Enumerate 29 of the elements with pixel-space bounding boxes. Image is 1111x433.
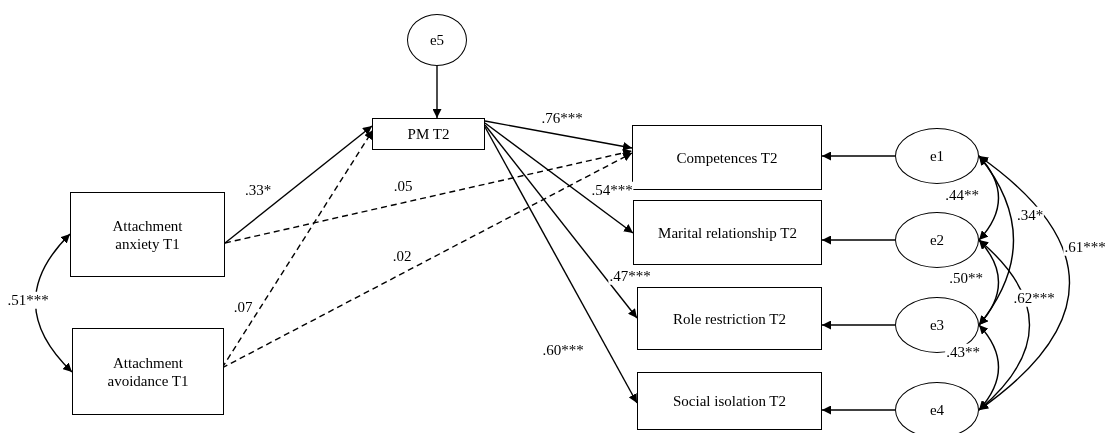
double-headed-arrow	[978, 155, 1071, 411]
arrow	[484, 122, 634, 234]
arrow	[224, 125, 373, 244]
error-ellipse: e4	[895, 382, 979, 433]
double-headed-arrow	[978, 324, 1000, 411]
variable-box: Role restriction T2	[637, 287, 822, 350]
error-ellipse: e1	[895, 128, 979, 184]
error-ellipse: e2	[895, 212, 979, 268]
double-headed-arrow	[978, 239, 1000, 326]
double-headed-arrow	[34, 233, 73, 373]
arrow	[821, 405, 896, 415]
arrow	[821, 320, 896, 330]
double-headed-arrow	[978, 239, 1031, 411]
variable-box: Attachment anxiety T1	[70, 192, 225, 277]
arrow	[821, 151, 896, 161]
arrow	[432, 65, 442, 119]
edge-label: .62***	[1012, 289, 1056, 307]
arrow	[821, 235, 896, 245]
variable-box: Competences T2	[632, 125, 822, 190]
arrow	[484, 126, 638, 404]
variable-box: Attachment avoidance T1	[72, 328, 224, 415]
variable-box: Social isolation T2	[637, 372, 822, 430]
arrow	[224, 148, 633, 244]
variable-box: PM T2	[372, 118, 485, 150]
arrow	[484, 124, 638, 319]
arrow	[484, 120, 633, 151]
edge-label: .51***	[6, 291, 50, 309]
variable-box: Marital relationship T2	[633, 200, 822, 265]
error-ellipse: e5	[407, 14, 467, 66]
